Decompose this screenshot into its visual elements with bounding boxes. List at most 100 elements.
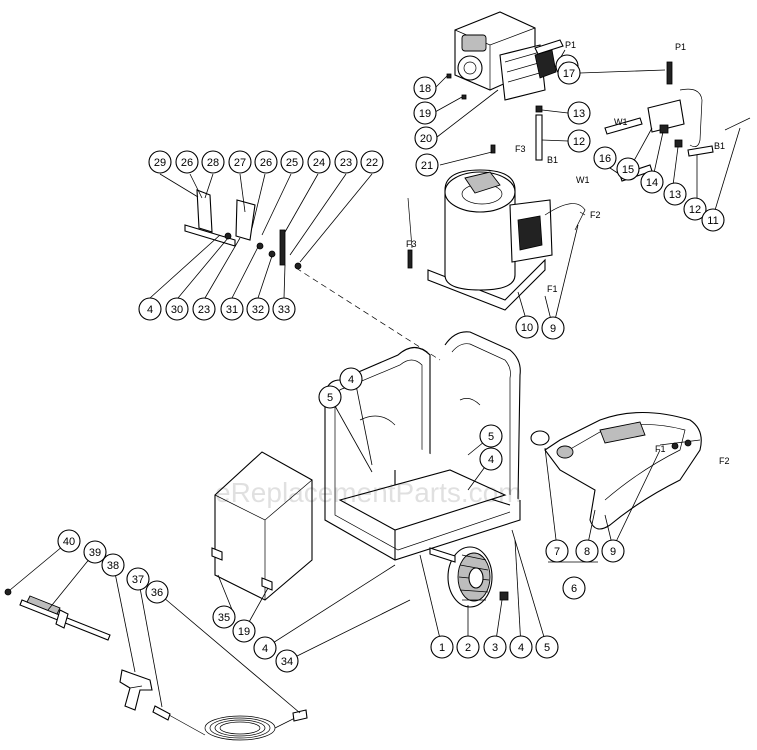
- callout-label: 25: [286, 157, 298, 169]
- callout-label: 39: [89, 547, 101, 559]
- callout-12: 12: [567, 129, 591, 153]
- callout-label: 4: [262, 643, 268, 655]
- callout-circle: [479, 424, 503, 448]
- callout-label: 40: [63, 536, 75, 548]
- callout-label: 28: [207, 157, 219, 169]
- callout-28: 28: [201, 150, 225, 174]
- boiler-assembly: [407, 144, 586, 311]
- cover-35: [211, 451, 313, 601]
- callout-circle: [567, 101, 591, 125]
- connector-label-b1: B1: [547, 155, 558, 165]
- callout-1: 1: [430, 635, 454, 659]
- callout-20: 20: [414, 126, 438, 150]
- callout-5: 5: [318, 385, 342, 409]
- callout-label: 36: [151, 587, 163, 599]
- callout-circle: [701, 208, 725, 232]
- callout-circle: [413, 101, 437, 125]
- callout-circle: [220, 297, 244, 321]
- callout-label: 20: [420, 133, 432, 145]
- callout-label: 9: [550, 323, 556, 335]
- callout-label: 23: [340, 157, 352, 169]
- callout-circle: [545, 539, 569, 563]
- callout-circle: [280, 150, 304, 174]
- callout-label: 9: [610, 546, 616, 558]
- callout-9: 9: [541, 316, 565, 340]
- connector-label-f3: F3: [515, 144, 526, 154]
- callout-circle: [562, 576, 586, 600]
- callout-circle: [101, 553, 125, 577]
- connector-label-f2: F2: [590, 210, 601, 220]
- bracket-assembly: [184, 189, 302, 270]
- callout-label: 15: [622, 164, 634, 176]
- callout-11: 11: [701, 208, 725, 232]
- callout-label: 19: [419, 108, 431, 120]
- fitting-p1: [534, 39, 564, 55]
- callout-circle: [232, 619, 256, 643]
- callout-circle: [148, 150, 172, 174]
- callout-25: 25: [280, 150, 304, 174]
- callout-circle: [683, 197, 707, 221]
- callout-label: 26: [260, 157, 272, 169]
- callout-2: 2: [456, 635, 480, 659]
- connector-label-w1: W1: [576, 175, 590, 185]
- callout-circle: [483, 635, 507, 659]
- callout-circle: [165, 297, 189, 321]
- callout-26: 26: [254, 150, 278, 174]
- watermark: eReplacementParts.com: [215, 477, 522, 508]
- callout-circle: [228, 150, 252, 174]
- callout-circle: [640, 170, 664, 194]
- callout-circle: [318, 385, 342, 409]
- callout-label: 10: [521, 322, 533, 334]
- connector-label-b1: B1: [714, 141, 725, 151]
- callout-4: 4: [509, 635, 533, 659]
- callout-circle: [567, 129, 591, 153]
- callout-label: 26: [181, 157, 193, 169]
- callout-circle: [83, 540, 107, 564]
- callout-23: 23: [334, 150, 358, 174]
- callout-circle: [535, 635, 559, 659]
- callout-label: 24: [313, 157, 325, 169]
- callout-3: 3: [483, 635, 507, 659]
- callout-circle: [541, 316, 565, 340]
- callout-label: 17: [563, 68, 575, 80]
- callout-label: 4: [518, 642, 524, 654]
- engine-assembly: [454, 11, 557, 101]
- callout-label: 22: [366, 157, 378, 169]
- callout-12: 12: [683, 197, 707, 221]
- callout-21: 21: [415, 153, 439, 177]
- spray-gun-38: [119, 669, 153, 711]
- callout-30: 30: [165, 297, 189, 321]
- callout-label: 29: [154, 157, 166, 169]
- callout-circle: [557, 61, 581, 85]
- callout-label: 34: [281, 656, 293, 668]
- hose-12: [535, 105, 543, 161]
- callout-39: 39: [83, 540, 107, 564]
- callout-label: 5: [488, 431, 494, 443]
- callout-circle: [275, 649, 299, 673]
- callout-circle: [138, 297, 162, 321]
- callout-circle: [339, 367, 363, 391]
- callout-label: 38: [107, 560, 119, 572]
- callout-label: 31: [226, 304, 238, 316]
- callout-10: 10: [515, 315, 539, 339]
- callout-38: 38: [101, 553, 125, 577]
- callout-34: 34: [275, 649, 299, 673]
- callout-label: 4: [348, 374, 354, 386]
- callout-19: 19: [232, 619, 256, 643]
- callout-label: 13: [669, 189, 681, 201]
- callout-19: 19: [413, 101, 437, 125]
- callout-label: 37: [132, 574, 144, 586]
- callout-circle: [145, 580, 169, 604]
- callout-27: 27: [228, 150, 252, 174]
- connector-label-f2: F2: [719, 456, 730, 466]
- callout-7: 7: [545, 539, 569, 563]
- callout-13: 13: [567, 101, 591, 125]
- callout-circle: [201, 150, 225, 174]
- callout-label: 12: [573, 136, 585, 148]
- callout-4: 4: [479, 447, 503, 471]
- hose-36: [152, 705, 308, 741]
- callout-label: 3: [492, 642, 498, 654]
- callout-16: 16: [593, 146, 617, 170]
- callout-23: 23: [192, 297, 216, 321]
